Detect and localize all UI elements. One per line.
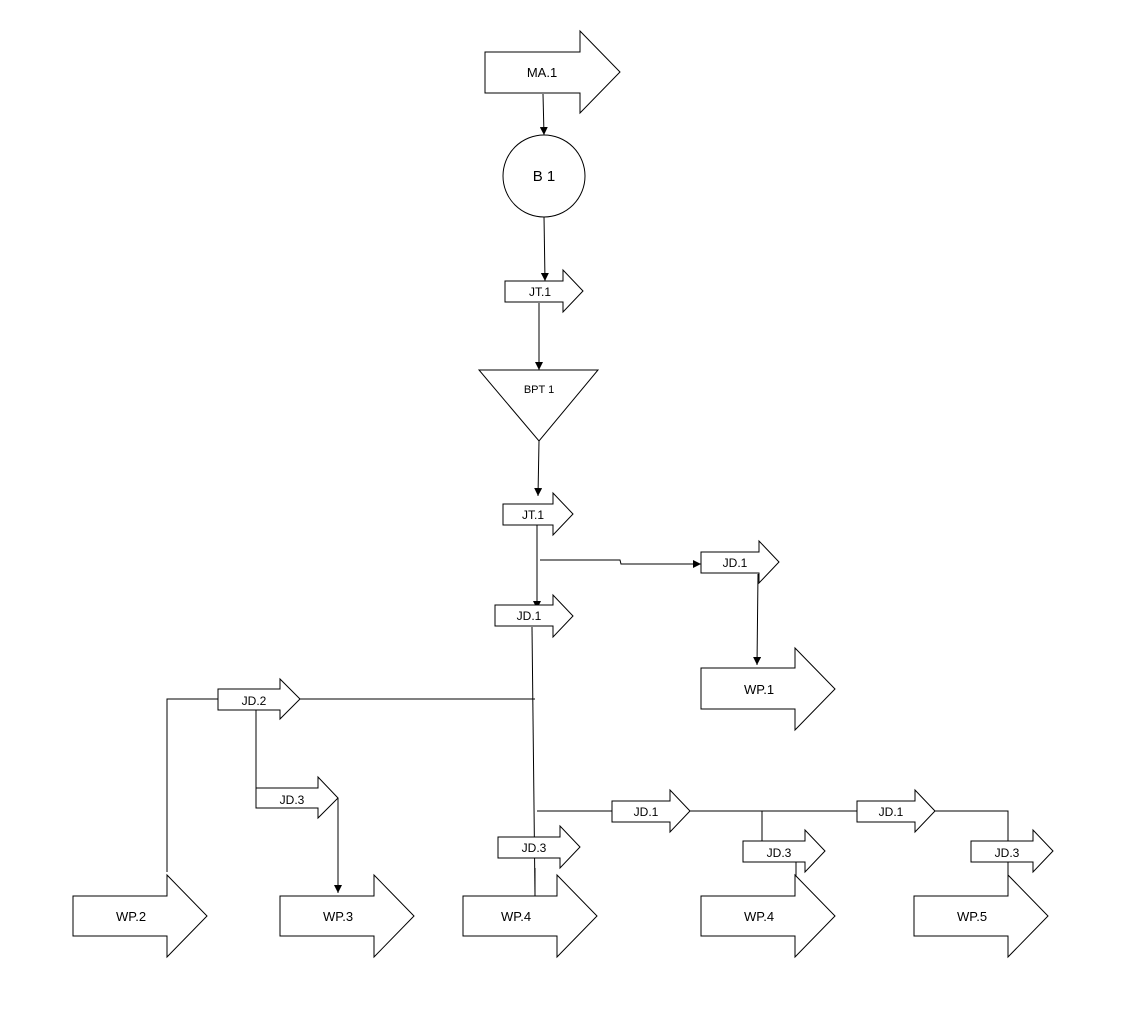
jd1-center-arrow-shape — [494, 593, 574, 639]
ma1-arrow-shape — [484, 29, 621, 115]
jd3-far-right-label: JD.3 — [995, 846, 1020, 860]
node-bpt1: BPT 1 — [477, 369, 600, 442]
jd3-center-arrow-shape — [497, 824, 581, 870]
node-wp2: WP.2 — [72, 873, 208, 959]
node-jd1-right: JD.1 — [700, 539, 780, 585]
wp4-right-arrow-shape — [700, 873, 836, 959]
connector-b1-to-jt1 — [540, 215, 549, 282]
jd3-left-arrow-shape — [255, 775, 339, 820]
jd3-mid-right-arrow-shape — [742, 828, 826, 874]
node-wp4-right: WP.4 — [700, 873, 836, 959]
jd2-label: JD.2 — [242, 694, 267, 708]
connector-ma1-to-b1 — [539, 93, 548, 136]
jt1-top-label: JT.1 — [529, 285, 551, 299]
ma1-label: MA.1 — [527, 65, 557, 80]
wp1-arrow-shape — [700, 646, 836, 732]
jd2-arrow-shape — [217, 677, 301, 721]
jd1-right-label: JD.1 — [723, 556, 748, 570]
jd3-far-right-arrow-shape — [970, 828, 1054, 874]
jd1-bottom-a-label: JD.1 — [634, 805, 659, 819]
jd1-right-arrow-shape — [700, 539, 780, 585]
node-jt1-top: JT.1 — [504, 268, 584, 314]
node-jd1-bottom-a: JD.1 — [611, 788, 691, 834]
jd1-center-label: JD.1 — [517, 609, 542, 623]
connector-jt1-to-jd1-right — [540, 559, 701, 568]
wp1-label: WP.1 — [744, 682, 774, 697]
jd3-center-label: JD.3 — [522, 841, 547, 855]
node-jd3-center: JD.3 — [497, 824, 581, 870]
connector-bpt1-to-jt1 — [534, 440, 543, 497]
node-wp3: WP.3 — [279, 873, 415, 959]
wp4-right-label: WP.4 — [744, 909, 774, 924]
jt1-mid-label: JT.1 — [522, 508, 544, 522]
jd1-bottom-b-label: JD.1 — [879, 805, 904, 819]
jt1-top-arrow-shape — [504, 268, 584, 314]
wp3-label: WP.3 — [323, 909, 353, 924]
wp3-arrow-shape — [279, 873, 415, 959]
jd3-mid-right-label: JD.3 — [767, 846, 792, 860]
wp4-left-arrow-shape — [462, 873, 598, 959]
node-jd3-left: JD.3 — [255, 775, 339, 820]
jd3-left-label: JD.3 — [280, 793, 305, 807]
wp2-label: WP.2 — [116, 909, 146, 924]
node-jd3-mid-right: JD.3 — [742, 828, 826, 874]
wp5-label: WP.5 — [957, 909, 987, 924]
node-jd2: JD.2 — [217, 677, 301, 721]
b1-label: B 1 — [533, 168, 556, 185]
node-jd1-bottom-b: JD.1 — [856, 788, 936, 834]
b1-circle-shape — [502, 134, 586, 218]
node-wp4-left: WP.4 — [462, 873, 598, 959]
wp5-arrow-shape — [913, 873, 1049, 959]
connector-jd1-right-to-wp1 — [753, 573, 762, 666]
node-jt1-mid: JT.1 — [502, 491, 574, 537]
connector-jd2-to-wp2 — [166, 698, 218, 872]
node-jd3-far-right: JD.3 — [970, 828, 1054, 874]
bpt1-label: BPT 1 — [524, 384, 554, 396]
node-jd1-center: JD.1 — [494, 593, 574, 639]
node-b1: B 1 — [502, 134, 586, 218]
bpt1-triangle-shape — [477, 369, 600, 442]
jd1-bottom-b-arrow-shape — [856, 788, 936, 834]
node-wp5: WP.5 — [913, 873, 1049, 959]
node-wp1: WP.1 — [700, 646, 836, 732]
wp2-arrow-shape — [72, 873, 208, 959]
node-ma1: MA.1 — [484, 29, 621, 115]
jt1-mid-arrow-shape — [502, 491, 574, 537]
wp4-left-label: WP.4 — [501, 909, 531, 924]
jd1-bottom-a-arrow-shape — [611, 788, 691, 834]
connectors — [166, 93, 1009, 897]
connector-jd1-b-to-jd3-far-right — [935, 810, 1009, 842]
